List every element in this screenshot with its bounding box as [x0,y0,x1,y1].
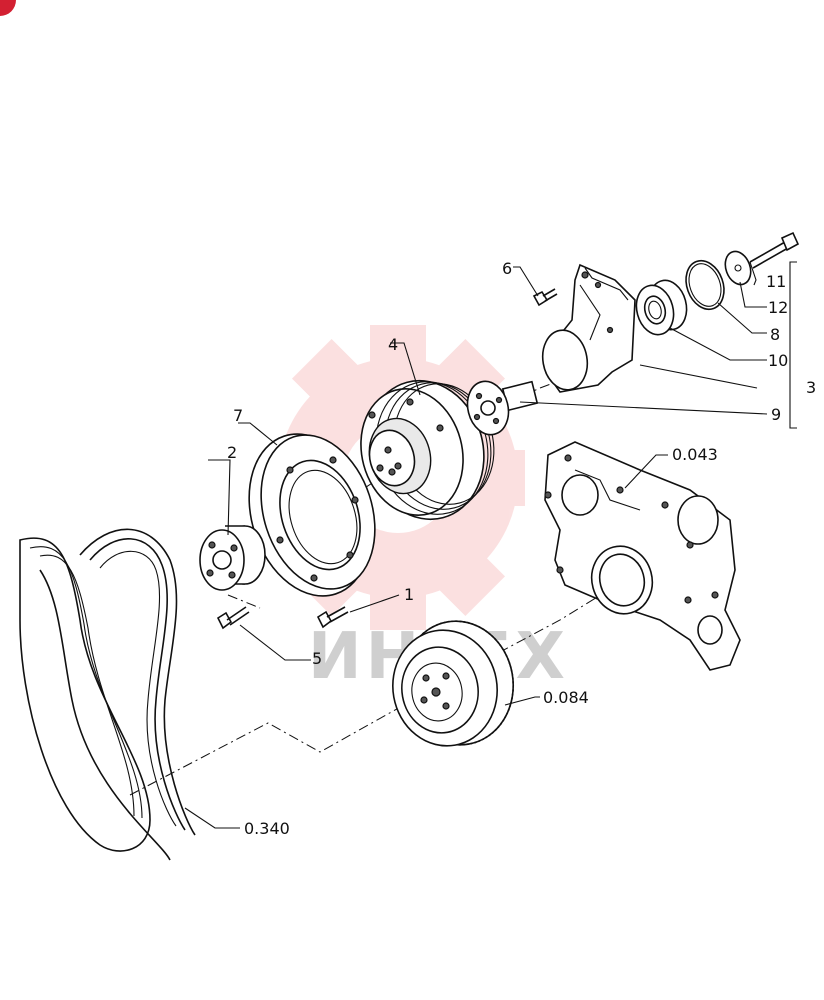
leader-lines [184,261,797,829]
bolt-11 [749,231,800,269]
callout-8: 8 [770,325,780,344]
circlip-8 [685,259,725,311]
bolt-6 [532,288,558,307]
pulley-7 [248,433,376,597]
screw-5 [216,606,250,630]
callout-ref-cover: 0.043 [672,445,718,464]
callout-2: 2 [227,443,237,462]
callout-1: 1 [404,585,414,604]
timing-cover [544,441,741,671]
hub-2 [199,525,266,591]
callout-ref-belt: 0.340 [244,819,290,838]
pulley-4 [360,379,495,521]
crankshaft-pulley [392,620,515,747]
callout-11: 11 [766,272,786,291]
screw-1 [316,606,349,629]
callout-3: 3 [806,378,816,397]
washer-12 [724,250,752,286]
callout-7: 7 [233,406,243,425]
callout-6: 6 [502,259,512,278]
bearing-10 [635,279,688,336]
drive-belt [19,528,196,861]
callout-ref-damper: 0.084 [543,688,589,707]
callout-12: 12 [768,298,788,317]
callout-10: 10 [768,351,788,370]
callout-5: 5 [312,649,322,668]
corner-badge [0,0,16,16]
shaft-9 [466,380,539,436]
callout-9: 9 [771,405,781,424]
callout-4: 4 [388,335,398,354]
tensioner-bracket-3 [541,263,636,393]
